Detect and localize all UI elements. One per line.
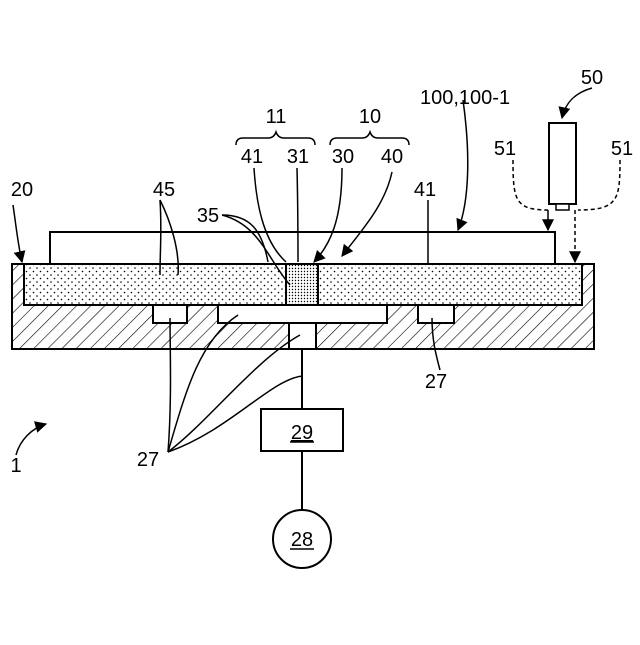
label-40: 40 — [381, 146, 403, 168]
label-28: 28 — [291, 529, 313, 551]
camera-unit — [549, 123, 576, 210]
label-41-top: 41 — [241, 146, 263, 168]
label-11: 11 — [266, 106, 287, 128]
wafer — [50, 232, 555, 264]
central-dense-region — [286, 264, 318, 305]
label-41-right: 41 — [414, 179, 436, 201]
label-27-right: 27 — [425, 371, 447, 393]
label-35: 35 — [197, 205, 219, 227]
label-51-left: 51 — [494, 138, 516, 160]
label-50: 50 — [581, 67, 603, 89]
label-100: 100,100-1 — [420, 87, 510, 109]
label-10: 10 — [359, 106, 381, 128]
suction-source: 28 — [273, 510, 331, 568]
label-31: 31 — [287, 146, 309, 168]
label-1: 1 — [10, 455, 21, 477]
label-51-right: 51 — [611, 138, 633, 160]
label-45: 45 — [153, 179, 175, 201]
valve-box: 29 — [261, 409, 343, 451]
label-20: 20 — [11, 179, 33, 201]
label-29: 29 — [291, 422, 313, 444]
label-27-left: 27 — [137, 449, 159, 471]
label-30: 30 — [332, 146, 354, 168]
